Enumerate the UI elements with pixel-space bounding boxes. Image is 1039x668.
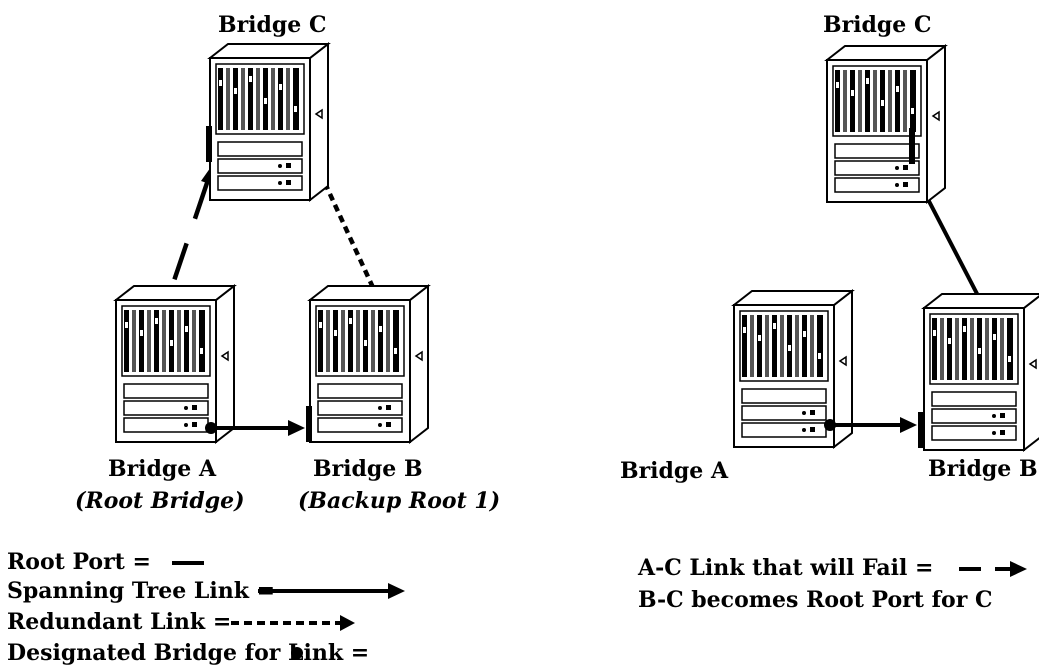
bridge-b-right-label: Bridge B [928,456,1038,482]
designated-bridge-dot-a-right [824,419,836,431]
bridge-a-role-label: (Root Bridge) [75,488,245,514]
bridge-b-left-icon [309,285,429,443]
legend-redundant-label: Redundant Link = [7,609,232,635]
bridge-c-right-icon [826,45,946,203]
spanning-tree-link-a-b-arrowhead [288,420,305,436]
root-port-bar-c-left [206,126,212,162]
legend-root-port-label: Root Port = [7,549,151,575]
designated-bridge-dot-a [205,422,217,434]
bridge-c-left-icon [209,43,329,201]
bridge-b-role-label: (Backup Root 1) [298,488,501,514]
bridge-c-left-label: Bridge C [218,12,327,38]
legend-failing-link-arrowhead [1010,561,1027,577]
redundant-link-b-c [315,167,401,343]
legend-redundant-arrowhead [340,615,355,631]
legend-designated-dot [291,647,303,659]
bridge-c-right-label: Bridge C [823,12,932,38]
legend-spanning-tree-arrowhead [388,583,405,599]
spanning-tree-link-a-b-right-arrowhead [900,417,917,433]
legend-spanning-tree-label: Spanning Tree Link = [7,578,276,604]
bridge-b-right-icon [923,293,1039,451]
legend-failing-link-label: A-C Link that will Fail = [638,555,934,581]
bridge-a-left-icon [115,285,235,443]
legend-new-root-port-label: B-C becomes Root Port for C [638,587,993,613]
root-port-bar-c-right [909,128,915,164]
bridge-a-right-label: Bridge A [620,458,729,484]
root-port-bar-b-left [306,406,312,442]
legend-designated-label: Designated Bridge for Link = [7,640,370,666]
bridge-a-left-label: Bridge A [108,456,217,482]
root-port-bar-b-right [918,412,924,448]
bridge-b-left-label: Bridge B [313,456,423,482]
